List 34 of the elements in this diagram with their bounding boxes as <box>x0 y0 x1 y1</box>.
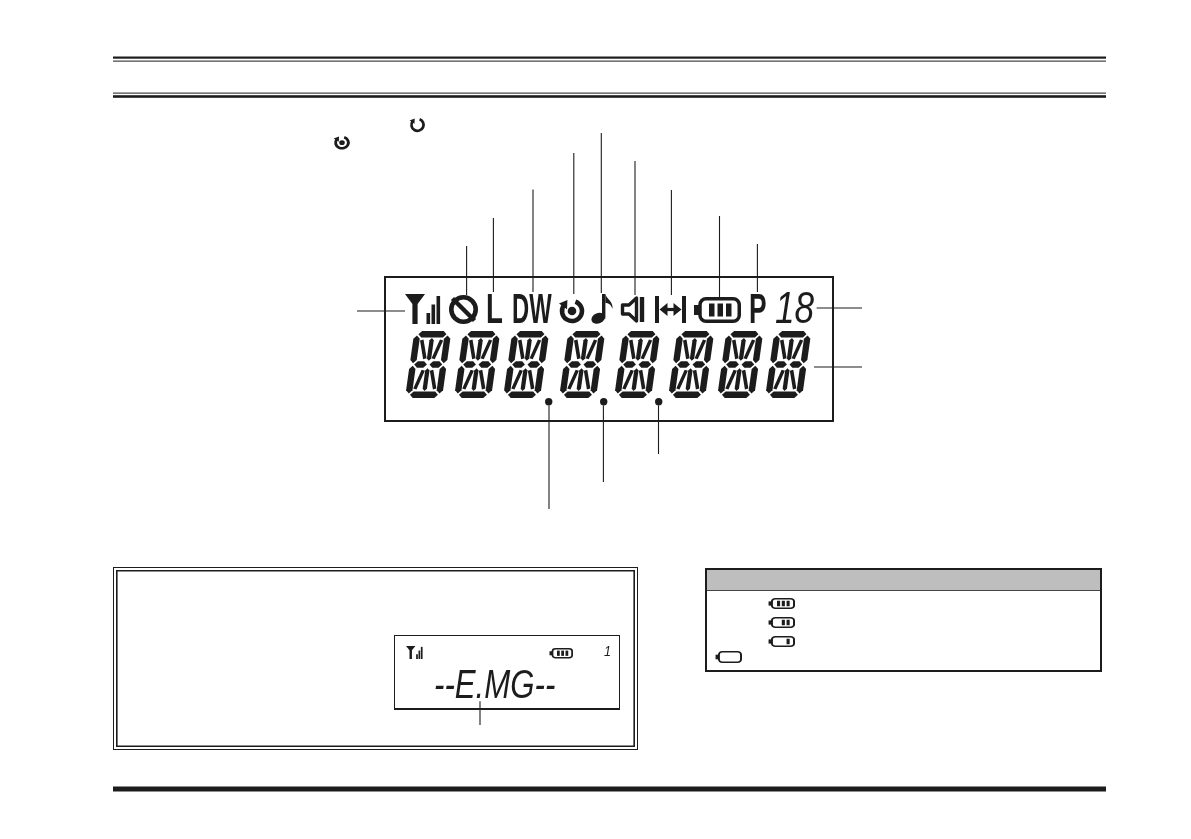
leader-line <box>600 132 602 294</box>
lcd-digits: 18 <box>775 290 817 327</box>
leader-line <box>816 307 863 309</box>
leader-line <box>634 160 636 296</box>
leader-line <box>532 188 534 293</box>
decimal-point-icon <box>599 398 608 406</box>
leader-line <box>657 404 660 455</box>
leader-line <box>756 243 758 293</box>
signal-strength-icon <box>405 294 441 324</box>
note-frame <box>113 567 638 750</box>
lcd-indicator: DW <box>512 291 552 327</box>
speaker-icon <box>620 295 645 324</box>
decimal-point-icon <box>545 398 553 406</box>
lcd-screen <box>394 635 620 710</box>
lcd-message: --E.MG-- <box>433 668 557 702</box>
lcd-digit: 1 <box>603 645 612 658</box>
leader-line <box>356 310 406 312</box>
leader-line <box>548 404 550 510</box>
decimal-point-icon <box>654 398 663 406</box>
lcd-indicator: L <box>486 291 503 327</box>
leader-line <box>813 366 863 368</box>
music-note-icon <box>591 293 614 324</box>
leader-line <box>573 152 575 295</box>
battery-icon <box>693 297 741 323</box>
slashed-circle-icon <box>449 295 478 324</box>
leader-line <box>602 404 604 483</box>
lcd-panel <box>384 276 834 422</box>
leader-line <box>479 700 481 726</box>
leader-line <box>492 217 494 293</box>
leader-line <box>718 215 721 298</box>
leader-line <box>670 189 672 296</box>
leader-line <box>466 245 468 296</box>
double-arrow-icon <box>655 295 686 324</box>
lcd-indicator: P <box>749 291 767 327</box>
